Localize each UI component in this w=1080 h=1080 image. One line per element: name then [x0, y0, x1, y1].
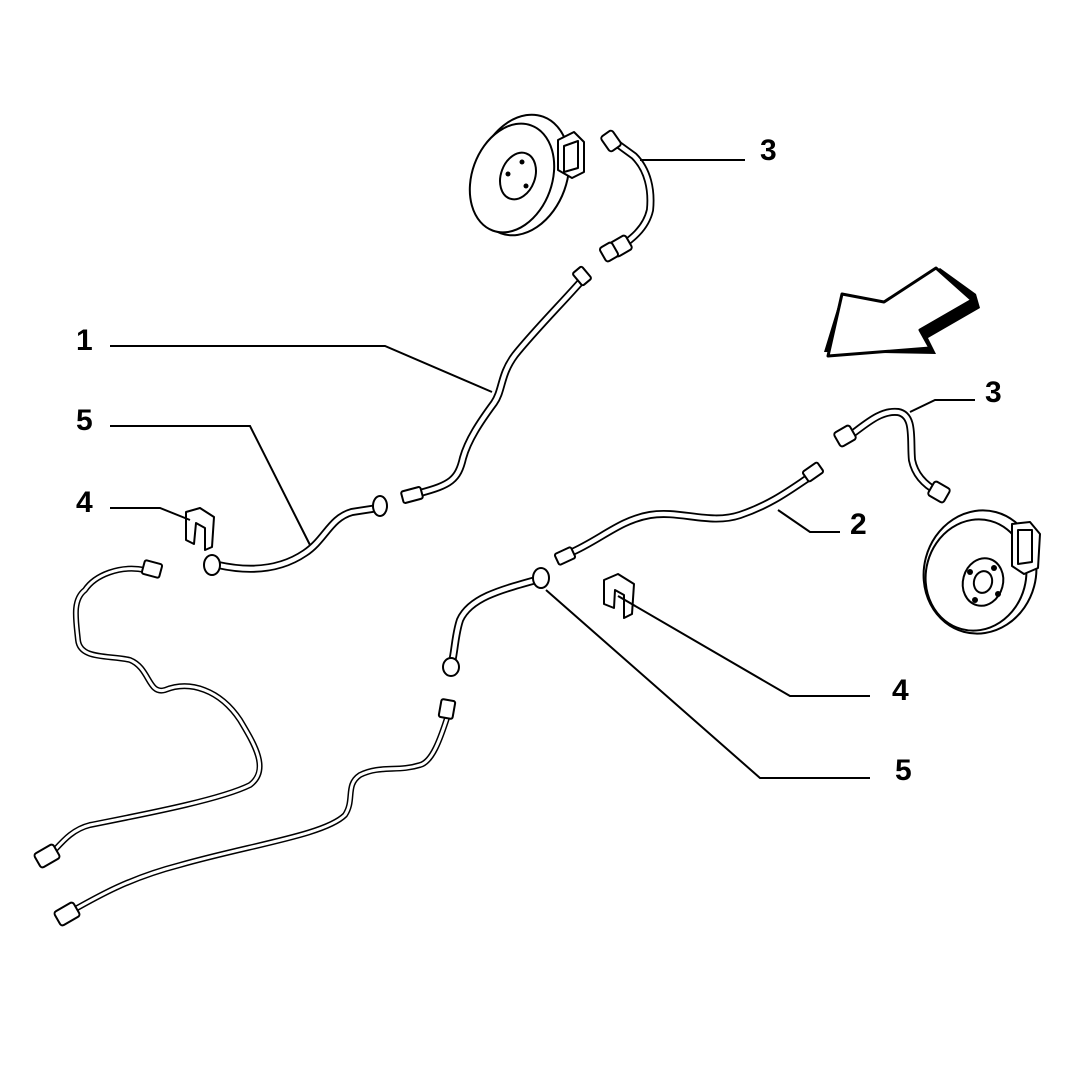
leader-lines — [110, 159, 975, 779]
brake-disc-icon — [468, 113, 585, 237]
callout-rear-pipe-right: 2 — [850, 508, 867, 541]
brake-line-long-1 — [33, 559, 263, 869]
brake-hose-front-right — [442, 567, 550, 677]
callout-clip-right: 4 — [892, 674, 909, 707]
brake-hose-rear-right — [833, 407, 951, 504]
callout-front-hose-right: 5 — [895, 754, 912, 787]
brake-hose-rear-left — [599, 129, 655, 263]
callout-rear-pipe-left: 1 — [76, 324, 93, 357]
brake-disc-icon — [922, 509, 1041, 635]
hose-clip-icon — [185, 507, 215, 551]
callout-front-hose-left: 5 — [76, 404, 93, 437]
direction-arrow-icon — [824, 266, 980, 358]
brake-pipe-2 — [553, 461, 825, 566]
brake-hose-front-left — [203, 495, 388, 576]
callout-rear-right-hose: 3 — [985, 376, 1002, 409]
hose-clip-icon — [603, 573, 635, 619]
callout-rear-left-hose: 3 — [760, 134, 777, 167]
callout-clip-left: 4 — [76, 486, 93, 519]
brake-line-long-2 — [53, 698, 457, 927]
brake-pipe-1 — [400, 265, 592, 504]
